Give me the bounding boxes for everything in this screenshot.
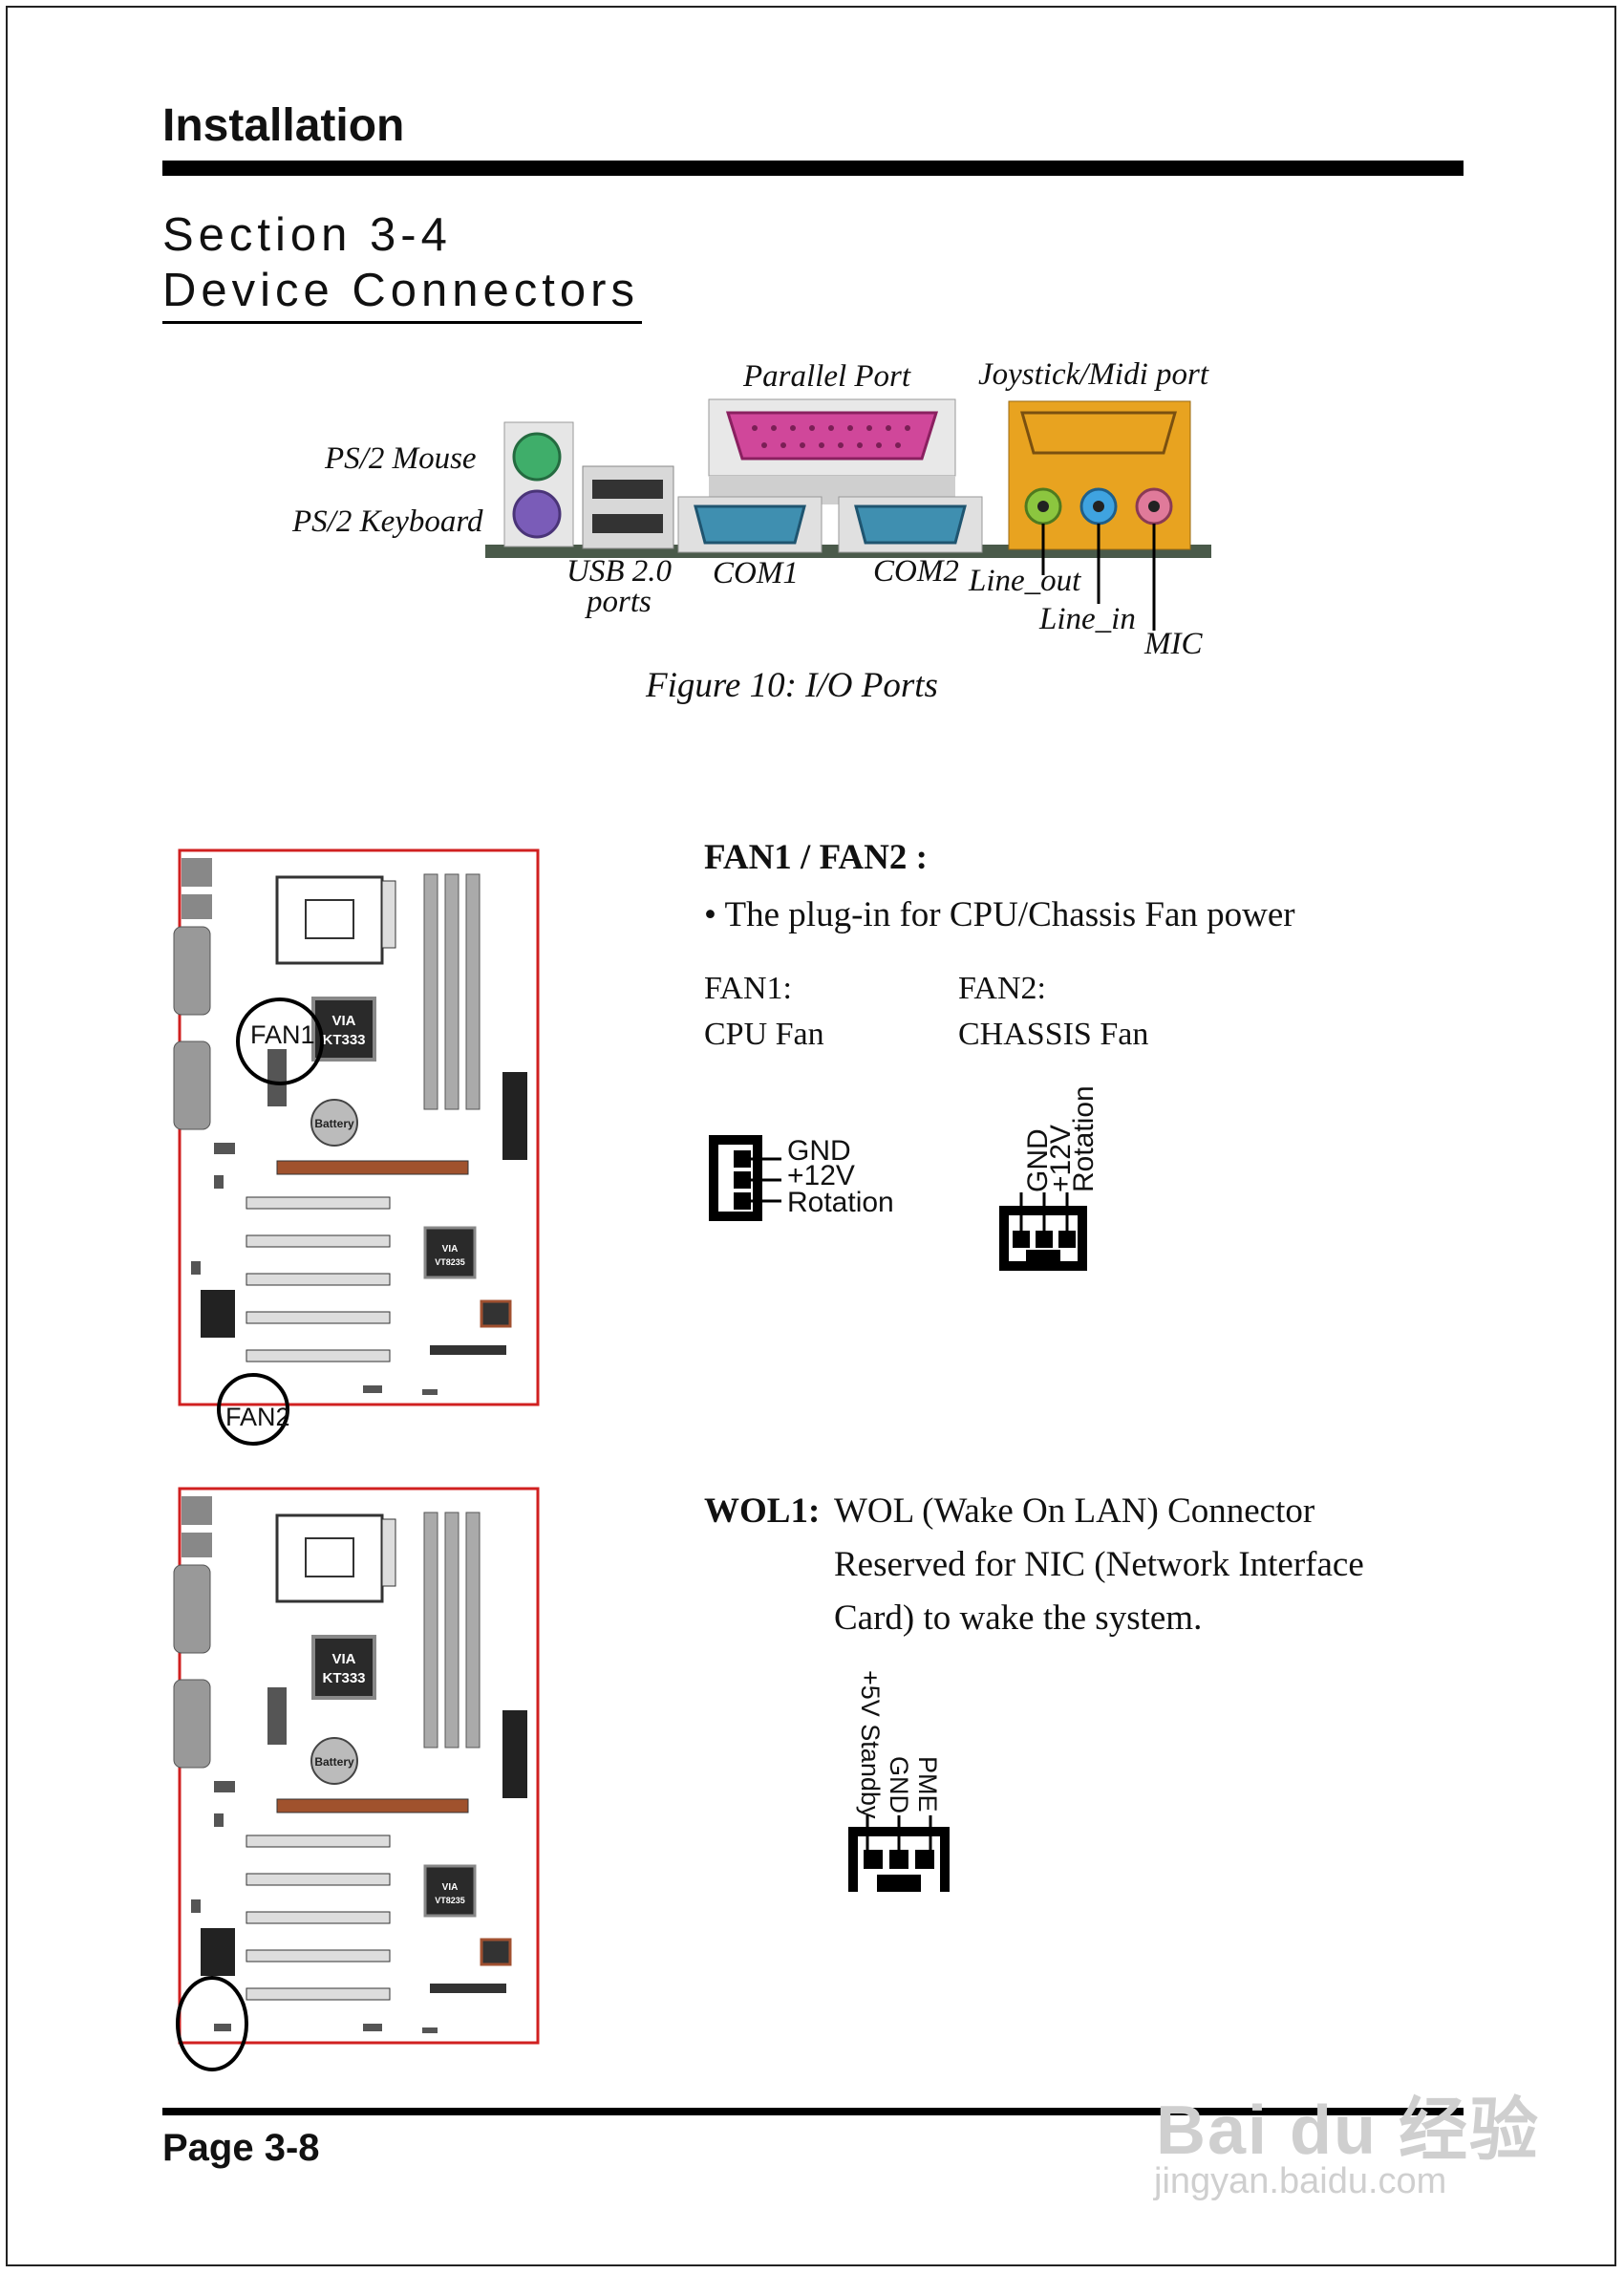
pci-slots <box>246 1196 391 1362</box>
fan1-pin-rotation: Rotation <box>787 1187 894 1218</box>
fan2-callout-label: FAN2 <box>225 1403 290 1431</box>
fan2-pin-rotation: Rotation <box>1068 1085 1100 1192</box>
svg-text:Battery: Battery <box>314 1755 354 1769</box>
wol-line3: Card) to wake the system. <box>834 1598 1203 1638</box>
ide-connector <box>502 1072 527 1160</box>
wol-pin-pme: PME <box>913 1756 942 1813</box>
usb-label-line2: ports <box>587 585 652 619</box>
mic-label: MIC <box>1144 627 1203 661</box>
ps2-mouse-label: PS/2 Mouse <box>325 441 477 476</box>
figure-caption: Figure 10: I/O Ports <box>646 666 938 705</box>
svg-text:VT8235: VT8235 <box>435 1896 465 1905</box>
fan2-connector <box>997 1192 1089 1275</box>
north-bridge-text-1: VIA <box>331 1013 355 1029</box>
com1-label: COM1 <box>713 556 799 590</box>
section-title: Device Connectors <box>162 265 639 316</box>
section-underline <box>162 321 642 324</box>
page-header-title: Installation <box>162 100 405 151</box>
parallel-port-label: Parallel Port <box>743 359 911 394</box>
line-in-label: Line_in <box>1039 602 1136 636</box>
wol-heading: WOL1: <box>704 1491 821 1531</box>
svg-text:VIA: VIA <box>442 1882 459 1893</box>
wol-pin-gnd: GND <box>885 1756 913 1813</box>
page-frame <box>6 6 1616 2266</box>
io-ports-figure <box>478 354 1242 669</box>
motherboard-wol-illustration: VIA KT333 Battery VIA VT8235 <box>173 1487 540 2071</box>
section-number: Section 3-4 <box>162 209 452 261</box>
parallel-port <box>725 411 939 461</box>
front-headers <box>191 1049 438 1395</box>
dimm-slots <box>423 873 481 1110</box>
joystick-port <box>1020 411 1177 455</box>
winbond-chip <box>201 1290 235 1338</box>
ps2-keyboard-label: PS/2 Keyboard <box>292 504 483 539</box>
socket-lever <box>381 880 396 949</box>
fan-description: • The plug-in for CPU/Chassis Fan power <box>704 895 1295 934</box>
com2-label: COM2 <box>873 554 959 589</box>
north-bridge <box>311 997 376 1062</box>
svg-text:VIA: VIA <box>331 1651 355 1667</box>
wol-connector-drawing <box>848 1815 950 1892</box>
fan2-title: FAN2: <box>958 971 1046 1006</box>
com2-port <box>854 504 967 545</box>
fan-heading: FAN1 / FAN2 : <box>704 838 928 877</box>
motherboard-diagram-fan: VIA KT333 Battery VIA VT8235 <box>153 841 554 1462</box>
io-ports-illustration <box>485 398 1211 631</box>
fan1-connector <box>705 1131 781 1227</box>
fan2-desc: CHASSIS Fan <box>958 1017 1149 1052</box>
fan1-title: FAN1: <box>704 971 792 1006</box>
fan1-callout-label: FAN1 <box>250 1020 315 1049</box>
usb-block <box>182 894 212 919</box>
svg-text:VT8235: VT8235 <box>435 1257 465 1267</box>
usb-port-1 <box>592 480 663 499</box>
battery <box>310 1099 358 1147</box>
agp-slot <box>276 1160 469 1175</box>
wol-callout-circle <box>176 1976 248 2071</box>
usb-label-line1: USB 2.0 <box>566 554 672 589</box>
parallel-pins <box>752 425 910 448</box>
fan1-connector-drawing <box>709 1135 781 1221</box>
svg-text:KT333: KT333 <box>322 1670 365 1686</box>
fan1-pin-12v: +12V <box>787 1160 855 1191</box>
ps2-mouse-port <box>512 432 562 482</box>
fan2-connector-drawing <box>999 1192 1087 1271</box>
usb-port-2 <box>592 514 663 533</box>
fan2-callout-circle <box>217 1373 289 1446</box>
motherboard-diagram-wol: VIA KT333 Battery VIA VT8235 <box>153 1479 554 2085</box>
baidu-watermark-logo: Bai du 经验 <box>1156 2092 1541 2169</box>
footer-rule <box>162 2108 1464 2115</box>
motherboard-fan-illustration: VIA KT333 Battery VIA VT8235 <box>173 848 540 1446</box>
ps2-block <box>182 858 212 887</box>
south-bridge <box>423 1226 477 1279</box>
header-rule <box>162 161 1464 176</box>
floppy-connector <box>430 1345 506 1355</box>
serial-block <box>173 1040 211 1130</box>
joystick-label: Joystick/Midi port <box>978 357 1209 392</box>
bios-chip <box>480 1299 512 1328</box>
baidu-watermark-url: jingyan.baidu.com <box>1154 2161 1447 2201</box>
line-out-label: Line_out <box>969 564 1081 598</box>
ps2-keyboard-port <box>512 489 562 539</box>
parallel-block <box>173 926 211 1016</box>
wol-line2: Reserved for NIC (Network Interface <box>834 1545 1364 1584</box>
fan1-callout-circle <box>236 998 324 1085</box>
page-number: Page 3-8 <box>162 2127 320 2169</box>
battery-text: Battery <box>314 1117 354 1130</box>
wol-pin-5v-standby: +5V Standby <box>856 1670 885 1819</box>
fan1-pin-gnd: GND <box>787 1135 851 1167</box>
wol-connector <box>846 1815 951 1892</box>
fan1-desc: CPU Fan <box>704 1017 824 1052</box>
north-bridge-text-2: KT333 <box>322 1032 365 1048</box>
svg-text:VIA: VIA <box>442 1244 459 1255</box>
com1-port <box>694 504 806 545</box>
usb-bracket <box>582 465 674 549</box>
wol-line1: WOL (Wake On LAN) Connector <box>834 1491 1315 1531</box>
